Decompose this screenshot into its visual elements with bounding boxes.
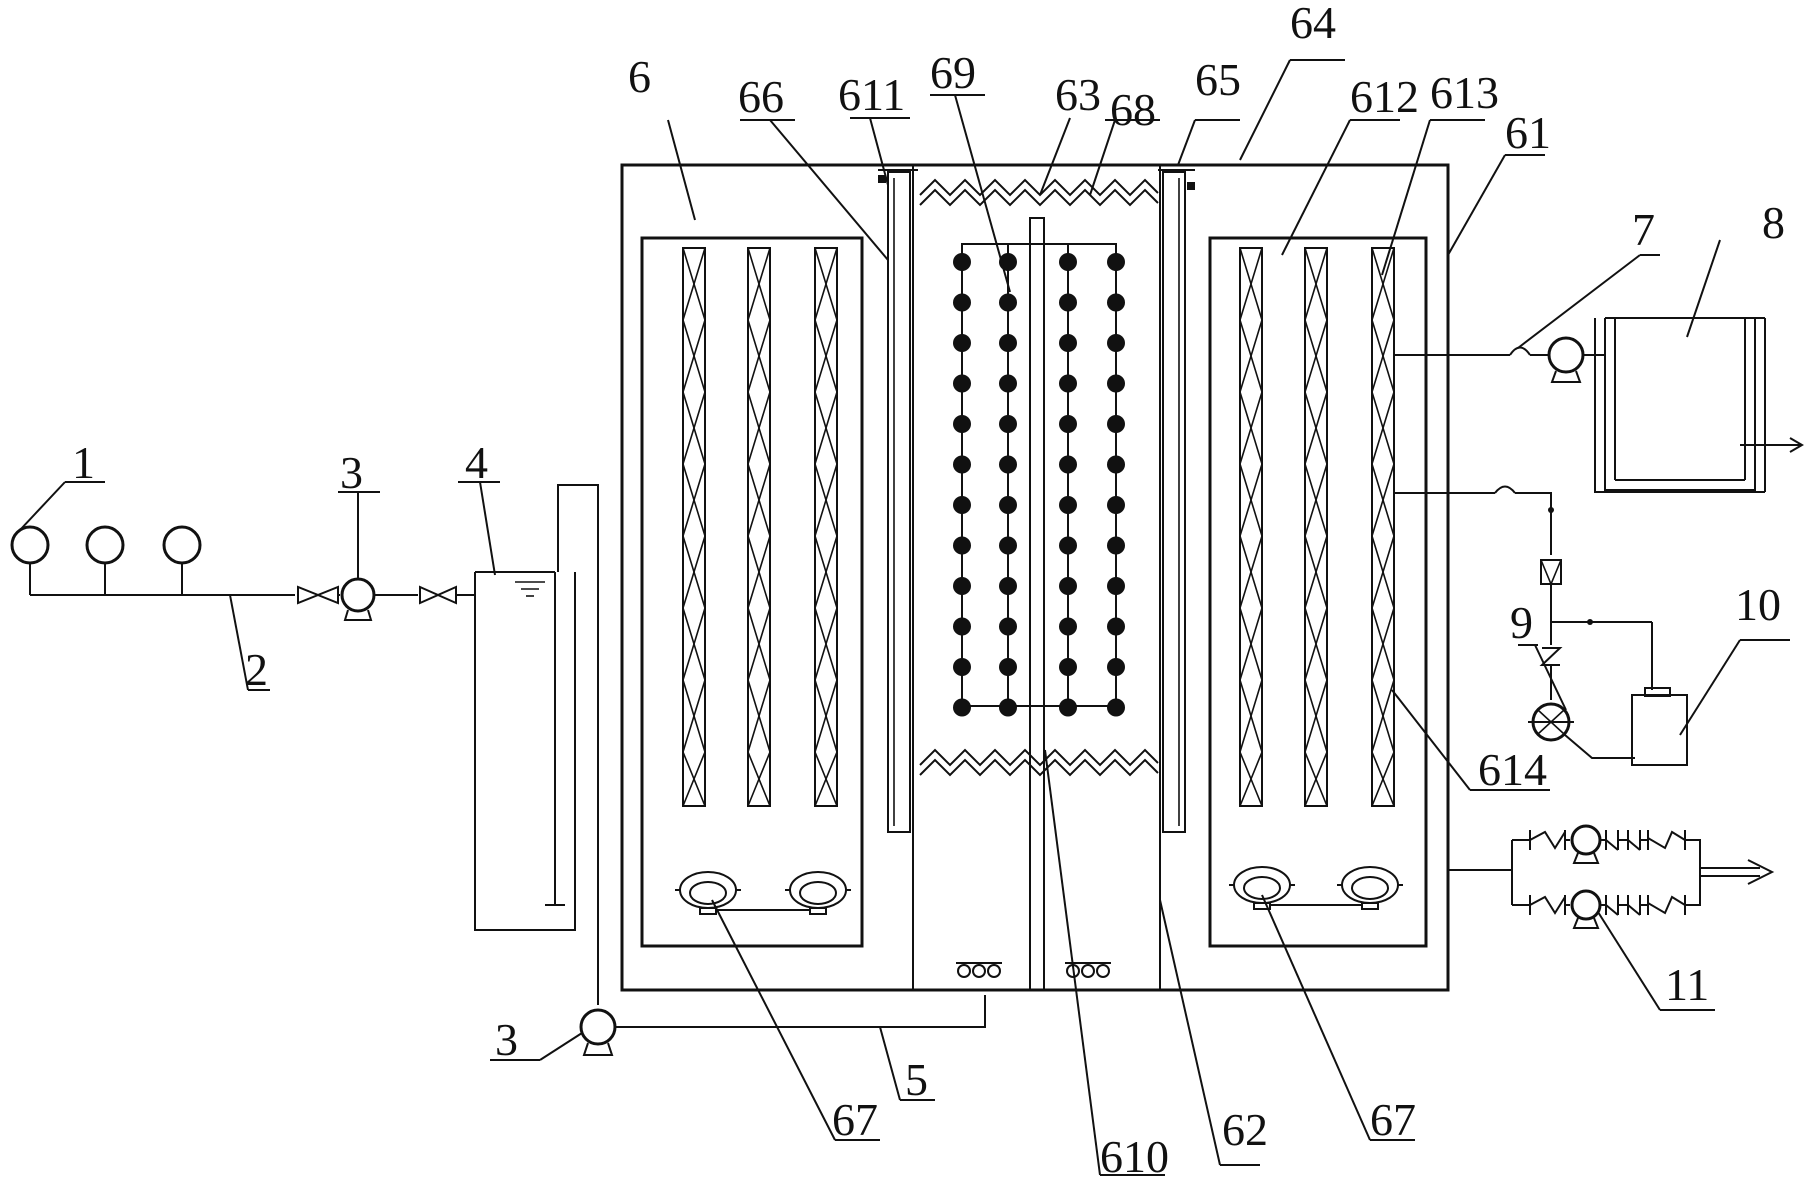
label-3-top: 3 <box>340 447 363 498</box>
carrier-ball <box>999 293 1017 312</box>
carrier-ball <box>1059 577 1077 595</box>
carrier-ball <box>999 455 1017 474</box>
carrier-ball <box>953 617 971 636</box>
carrier-ball <box>999 334 1017 352</box>
carrier-ball <box>1107 455 1125 474</box>
carrier-ball <box>999 374 1017 393</box>
label-1: 1 <box>72 437 95 488</box>
label-68: 68 <box>1110 84 1156 135</box>
label-61: 61 <box>1505 107 1551 158</box>
carrier-ball <box>999 698 1017 717</box>
label-8: 8 <box>1762 197 1785 248</box>
carrier-ball <box>953 536 971 555</box>
carrier-ball <box>953 374 971 393</box>
label-6: 6 <box>628 51 651 102</box>
label-9: 9 <box>1510 597 1533 648</box>
label-65: 65 <box>1195 54 1241 105</box>
bottom-pump <box>579 995 986 1056</box>
carrier-ball <box>999 536 1017 555</box>
center-chamber <box>919 178 1159 991</box>
carrier-ball <box>953 293 971 312</box>
carrier-ball <box>999 496 1017 514</box>
carrier-ball <box>1107 253 1125 271</box>
reactor-outer-wall <box>620 163 1450 992</box>
carrier-ball <box>1059 658 1077 676</box>
carrier-ball <box>1107 617 1125 636</box>
label-7: 7 <box>1632 204 1655 255</box>
label-614: 614 <box>1478 744 1547 795</box>
label-64: 64 <box>1290 0 1336 48</box>
label-63: 63 <box>1055 69 1101 120</box>
feed-tank <box>474 484 599 1005</box>
carrier-ball <box>999 577 1017 595</box>
label-69: 69 <box>930 47 976 98</box>
carrier-ball <box>999 617 1017 636</box>
carrier-ball <box>1107 496 1125 514</box>
carrier-ball <box>1059 253 1077 271</box>
sludge-pumps <box>1448 824 1775 929</box>
permeate-line <box>1394 336 1605 383</box>
carrier-ball <box>1107 577 1125 595</box>
product-tank <box>1594 317 1804 493</box>
carrier-ball <box>953 577 971 595</box>
carrier-ball <box>1107 536 1125 555</box>
carrier-ball <box>999 415 1017 433</box>
carrier-ball <box>953 334 971 352</box>
label-67-right: 67 <box>1370 1094 1416 1145</box>
carrier-ball <box>1059 617 1077 636</box>
carrier-ball <box>1059 293 1077 312</box>
carrier-ball <box>953 496 971 514</box>
carrier-ball <box>999 658 1017 676</box>
gas-cylinders <box>10 525 202 595</box>
label-5: 5 <box>905 1054 928 1105</box>
carrier-ball <box>1107 293 1125 312</box>
leader-lines <box>19 59 1790 1176</box>
label-2: 2 <box>245 644 268 695</box>
label-612: 612 <box>1350 71 1419 122</box>
carrier-ball <box>953 415 971 433</box>
carrier-ball <box>1059 698 1077 717</box>
carrier-ball <box>1059 374 1077 393</box>
carrier-ball <box>953 455 971 474</box>
label-62: 62 <box>1222 1104 1268 1155</box>
carrier-ball <box>953 253 971 271</box>
carrier-ball <box>1059 496 1077 514</box>
backwash-line <box>1394 485 1688 766</box>
carrier-ball <box>1107 374 1125 393</box>
right-chamber <box>1208 236 1428 948</box>
label-10: 10 <box>1735 579 1781 630</box>
left-chamber <box>640 236 864 948</box>
carrier-ball <box>1059 455 1077 474</box>
carrier-balls <box>953 253 1125 717</box>
label-3-bottom: 3 <box>495 1014 518 1065</box>
carrier-ball <box>1059 536 1077 555</box>
label-66: 66 <box>738 71 784 122</box>
carrier-ball <box>1107 698 1125 717</box>
carrier-ball <box>1107 415 1125 433</box>
right-baffle <box>1158 169 1195 833</box>
label-610: 610 <box>1100 1131 1169 1182</box>
label-4: 4 <box>465 437 488 488</box>
label-613: 613 <box>1430 67 1499 118</box>
feed-pipe <box>30 577 475 621</box>
carrier-ball <box>1059 334 1077 352</box>
carrier-ball <box>953 658 971 676</box>
label-67-left: 67 <box>832 1094 878 1145</box>
label-611: 611 <box>838 69 905 120</box>
label-11: 11 <box>1665 959 1709 1010</box>
callout-labels: 1 2 3 4 3 5 6 66 611 69 63 68 65 64 612 … <box>72 0 1785 1182</box>
carrier-ball <box>1107 334 1125 352</box>
carrier-ball <box>953 698 971 717</box>
carrier-ball <box>1107 658 1125 676</box>
carrier-ball <box>1059 415 1077 433</box>
left-baffle <box>878 169 918 833</box>
